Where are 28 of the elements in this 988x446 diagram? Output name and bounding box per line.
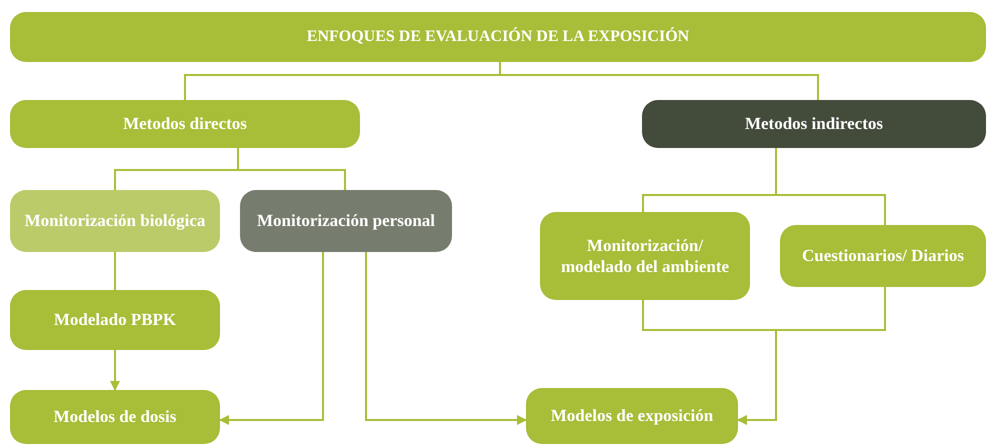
box-label: Metodos directos <box>123 113 247 135</box>
method-box <box>10 190 220 252</box>
box-label: Metodos indirectos <box>744 113 884 135</box>
arrow <box>110 350 120 391</box>
box-label: Monitorización personal <box>256 210 435 232</box>
arrow <box>365 252 527 425</box>
category-box <box>10 100 360 148</box>
box-label: Monitorización/ modelado del ambiente <box>560 234 730 278</box>
box-label: Monitorización biológica <box>24 210 206 232</box>
method-box <box>540 212 750 300</box>
title-bar <box>10 12 986 62</box>
box-label: Modelado PBPK <box>54 309 176 331</box>
box-label: Cuestionarios/ Diarios <box>802 245 964 267</box>
method-box <box>780 225 986 287</box>
method-box <box>240 190 452 252</box>
connector-line <box>237 148 346 190</box>
box-label: Modelos de exposición <box>550 405 714 427</box>
connector-line <box>114 252 116 290</box>
box-label: ENFOQUES DE EVALUACIÓN DE LA EXPOSICIÓN <box>306 27 690 47</box>
arrow <box>737 287 886 425</box>
connector-line <box>775 148 886 225</box>
model-box <box>10 390 220 444</box>
category-box <box>642 100 986 148</box>
model-box <box>10 290 220 350</box>
connector-line <box>499 62 819 100</box>
box-label: Modelos de dosis <box>54 406 176 428</box>
arrow <box>219 252 324 425</box>
model-box <box>526 388 738 444</box>
